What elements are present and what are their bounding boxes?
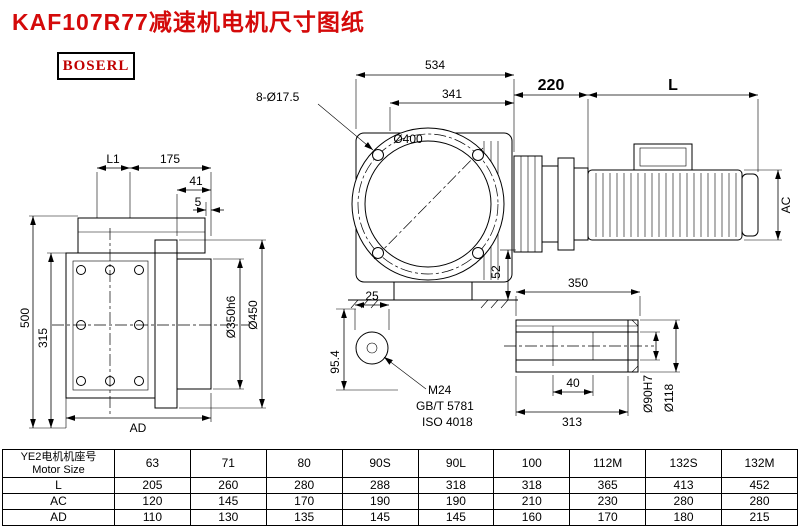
standard-iso: ISO 4018 — [422, 415, 473, 429]
table-cell: 230 — [569, 493, 647, 510]
table-cell: 135 — [265, 509, 343, 526]
side-view-dimensions: L1 175 41 5 500 315 AD Ø350h6 Ø450 — [18, 152, 266, 435]
table-cell: 145 — [189, 493, 267, 510]
brand-logo-text: BOSERL — [62, 57, 130, 74]
standard-gbt: GB/T 5781 — [416, 399, 474, 413]
front-view — [348, 127, 518, 309]
table-cell: 452 — [721, 477, 798, 494]
dim-25: 25 — [365, 289, 379, 303]
retaining-bolt-detail: 25 95.4 M24 GB/T 5781 ISO 4018 — [328, 289, 474, 429]
table-cell: 280 — [645, 493, 722, 510]
table-cell: 318 — [493, 477, 571, 494]
table-row-AC: AC 120 145 170 190 190 210 230 280 280 — [2, 493, 798, 510]
dim-315: 315 — [36, 328, 50, 348]
table-cell: 280 — [265, 477, 343, 494]
motor-size-table: YE2电机机座号 Motor Size 63 71 80 90S 90L 100… — [2, 449, 798, 526]
motor-size-header: YE2电机机座号 Motor Size — [2, 449, 115, 478]
table-cell: 318 — [417, 477, 495, 494]
size-column-header: 100 — [493, 449, 571, 478]
table-cell: 160 — [493, 509, 571, 526]
dim-175: 175 — [160, 152, 180, 166]
dim-dia-450: Ø450 — [246, 300, 260, 330]
table-cell: 110 — [114, 509, 191, 526]
table-cell: 180 — [645, 509, 722, 526]
dim-AC: AC — [779, 196, 793, 213]
row-label: L — [2, 477, 115, 494]
size-column-header: 80 — [265, 449, 343, 478]
table-cell: 215 — [721, 509, 798, 526]
table-cell: 145 — [417, 509, 495, 526]
page-title: KAF107R77减速机电机尺寸图纸 — [12, 9, 365, 35]
side-view — [52, 217, 250, 415]
table-cell: 190 — [417, 493, 495, 510]
table-header-row: YE2电机机座号 Motor Size 63 71 80 90S 90L 100… — [2, 449, 798, 478]
dim-dia-350: Ø350h6 — [224, 295, 238, 338]
dim-bolt-holes: 8-Ø17.5 — [256, 90, 300, 104]
motor-size-header-cn: YE2电机机座号 — [20, 450, 97, 463]
size-column-header: 90S — [341, 449, 419, 478]
motor-view: AC — [513, 143, 793, 253]
table-cell: 260 — [189, 477, 267, 494]
table-cell: 413 — [645, 477, 722, 494]
table-row-L: L 205 260 280 288 318 318 365 413 452 — [2, 477, 798, 494]
dim-L1: L1 — [106, 152, 120, 166]
table-cell: 120 — [114, 493, 191, 510]
row-label: AD — [2, 509, 115, 526]
dim-40: 40 — [566, 376, 580, 390]
table-cell: 170 — [569, 509, 647, 526]
dim-313: 313 — [562, 415, 582, 429]
dim-350: 350 — [568, 276, 588, 290]
dim-5: 5 — [195, 195, 202, 209]
table-cell: 130 — [189, 509, 267, 526]
table-cell: 170 — [265, 493, 343, 510]
size-column-header: 71 — [189, 449, 267, 478]
front-view-dimensions: 534 341 220 L 8-Ø17.5 Ø400 52 — [256, 58, 759, 300]
dim-220: 220 — [538, 77, 565, 94]
row-label: AC — [2, 493, 115, 510]
technical-drawing: L1 175 41 5 500 315 AD Ø350h6 Ø450 — [18, 58, 793, 435]
size-column-header: 63 — [114, 449, 191, 478]
hollow-shaft-detail: 350 40 313 Ø90H7 Ø118 — [504, 276, 680, 429]
thread-spec-M24: M24 — [428, 383, 452, 397]
table-cell: 190 — [341, 493, 419, 510]
dim-dia-400: Ø400 — [393, 132, 423, 146]
dim-500: 500 — [18, 308, 32, 328]
motor-size-header-en: Motor Size — [32, 463, 85, 476]
dim-L: L — [668, 77, 678, 94]
dim-52: 52 — [489, 265, 503, 279]
table-cell: 280 — [721, 493, 798, 510]
dim-AD: AD — [130, 421, 147, 435]
table-row-AD: AD 110 130 135 145 145 160 170 180 215 — [2, 509, 798, 526]
table-cell: 210 — [493, 493, 571, 510]
dim-dia-90: Ø90H7 — [641, 375, 655, 413]
size-column-header: 112M — [569, 449, 647, 478]
size-column-header: 132M — [721, 449, 798, 478]
size-column-header: 90L — [417, 449, 495, 478]
dim-341: 341 — [442, 87, 462, 101]
dim-41: 41 — [189, 174, 203, 188]
dim-dia-118: Ø118 — [662, 383, 676, 412]
dim-534: 534 — [425, 58, 445, 72]
table-cell: 365 — [569, 477, 647, 494]
brand-logo: BOSERL — [57, 52, 135, 80]
table-cell: 288 — [341, 477, 419, 494]
table-cell: 205 — [114, 477, 191, 494]
dim-95-4: 95.4 — [328, 350, 342, 374]
size-column-header: 132S — [645, 449, 722, 478]
table-cell: 145 — [341, 509, 419, 526]
